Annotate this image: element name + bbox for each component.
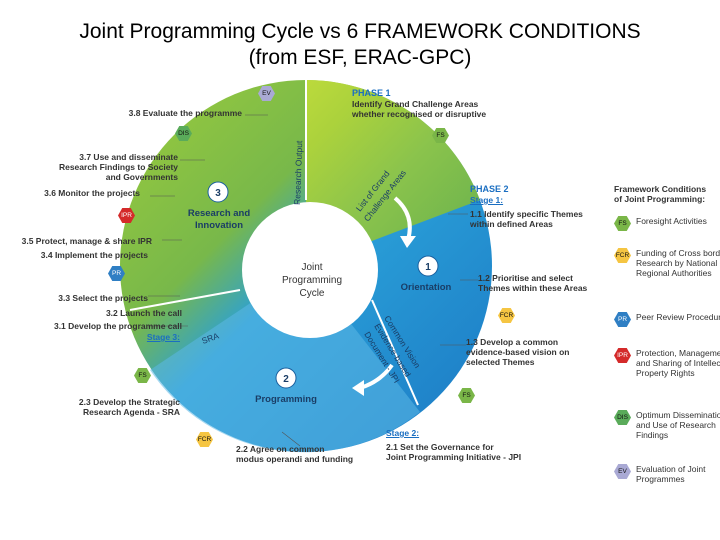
legend-fs-icon: FS — [614, 216, 631, 231]
step-1-3-line2: evidence-based vision on — [466, 347, 570, 357]
legend-title-1: Framework Conditions — [614, 184, 707, 194]
hex-ipr: IPR — [118, 208, 135, 223]
section-2-number: 2 — [283, 374, 289, 385]
arrow-head-2 — [352, 380, 364, 396]
step-1-3-line1: 1.3 Develop a common — [466, 337, 559, 347]
legend-fs-text: Foresight Activities — [636, 216, 707, 226]
phase1-desc-1: Identify Grand Challenge Areas — [352, 99, 479, 109]
section-1-circle — [417, 255, 439, 277]
ring-research-output: Research Output — [292, 140, 304, 205]
legend-fcr-icon: FCR — [614, 248, 631, 263]
section-2-label: Programming — [255, 394, 317, 405]
step-2-2-line2: modus operandi and funding — [236, 454, 354, 464]
stage2-label: Stage 2: — [386, 428, 420, 438]
center-line-1: Joint — [301, 262, 322, 273]
center-line-2: Programming — [282, 275, 342, 286]
section-3-number: 3 — [215, 188, 221, 199]
phase1-desc-2: whether recognised or disruptive — [352, 109, 487, 119]
separator-left — [129, 289, 241, 311]
step-1-1-line2: within defined Areas — [470, 219, 553, 229]
title-line-2: (from ESF, ERAC-GPC) — [248, 46, 472, 69]
section-3-label-1: Research and — [188, 208, 251, 219]
arrow-head-1 — [400, 236, 416, 248]
center-line-3: Cycle — [299, 288, 324, 299]
section-1-number: 1 — [425, 262, 431, 273]
hex-fs-bottom: FS — [458, 388, 475, 403]
legend-fcr-text: Funding of Cross border Research by Nati… — [636, 248, 720, 278]
hex-fs-top: FS — [432, 128, 449, 143]
step-3-1: 3.1 Develop the programme call — [53, 321, 182, 331]
stage1-label: Stage 1: — [470, 195, 504, 205]
title-line-1: Joint Programming Cycle vs 6 FRAMEWORK C… — [79, 20, 641, 43]
label-connectors — [148, 114, 478, 447]
step-2-3-line2: Research Agenda - SRA — [83, 407, 180, 417]
hex-fcr-right: FCR — [498, 308, 515, 323]
legend-pr-text: Peer Review Procedure — [636, 312, 720, 322]
step-2-1-line2: Joint Programming Initiative - JPI — [386, 452, 522, 462]
arrow-down-right — [393, 196, 412, 241]
legend-pr-icon: PR — [614, 312, 631, 327]
phase2-title: PHASE 2 — [470, 184, 509, 194]
stage3-label: Stage 3: — [146, 332, 180, 342]
section-3-label-2: Innovation — [195, 220, 243, 231]
hex-pr: PR — [108, 266, 125, 281]
hex-fs-left: FS — [134, 368, 151, 383]
section-2-circle — [275, 367, 297, 389]
hex-dis: DIS — [175, 126, 192, 141]
legend-dis-icon: DIS — [614, 410, 631, 425]
step-3-8: 3.8 Evaluate the programme — [128, 108, 242, 118]
programming-sector — [150, 266, 420, 453]
step-3-6: 3.6 Monitor the projects — [44, 188, 140, 198]
step-2-1-line1: 2.1 Set the Governance for — [386, 442, 494, 452]
legend-dis-text: Optimum Dissemination and Use of Researc… — [636, 410, 720, 440]
step-3-7-line3: and Governments — [105, 172, 178, 182]
step-1-2-line2: Themes within these Areas — [478, 283, 588, 293]
step-2-2-line1: 2.2 Agree on common — [236, 444, 325, 454]
step-1-2-line1: 1.2 Prioritise and select — [478, 273, 573, 283]
legend-ev-text: Evaluation of Joint Programmes — [636, 464, 706, 484]
step-3-5: 3.5 Protect, manage & share IPR — [21, 236, 152, 246]
legend-ev-icon: EV — [614, 464, 631, 479]
step-3-4: 3.4 Implement the projects — [40, 250, 148, 260]
step-2-3-line1: 2.3 Develop the Strategic — [78, 397, 180, 407]
legend-title-2: of Joint Programming: — [614, 194, 706, 204]
separator-right — [371, 299, 419, 406]
section-1-label: Orientation — [401, 282, 452, 293]
hex-fcr-bottom: FCR — [196, 432, 213, 447]
step-1-3-line3: selected Themes — [466, 357, 535, 367]
step-1-1-line1: 1.1 Identify specific Themes — [470, 209, 583, 219]
step-3-7-line2: Research Findings to Society — [58, 162, 178, 172]
inner-circle — [242, 202, 378, 338]
hex-ev: EV — [258, 86, 275, 101]
legend-ipr-text: Protection, Management and Sharing of In… — [636, 348, 720, 378]
legend-ipr-icon: IPR — [614, 348, 631, 363]
phase1-title: PHASE 1 — [352, 88, 391, 98]
section-3-circle — [207, 181, 229, 203]
step-3-2: 3.2 Launch the call — [105, 308, 182, 318]
step-3-3: 3.3 Select the projects — [58, 293, 148, 303]
step-3-7-line1: 3.7 Use and disseminate — [79, 152, 178, 162]
